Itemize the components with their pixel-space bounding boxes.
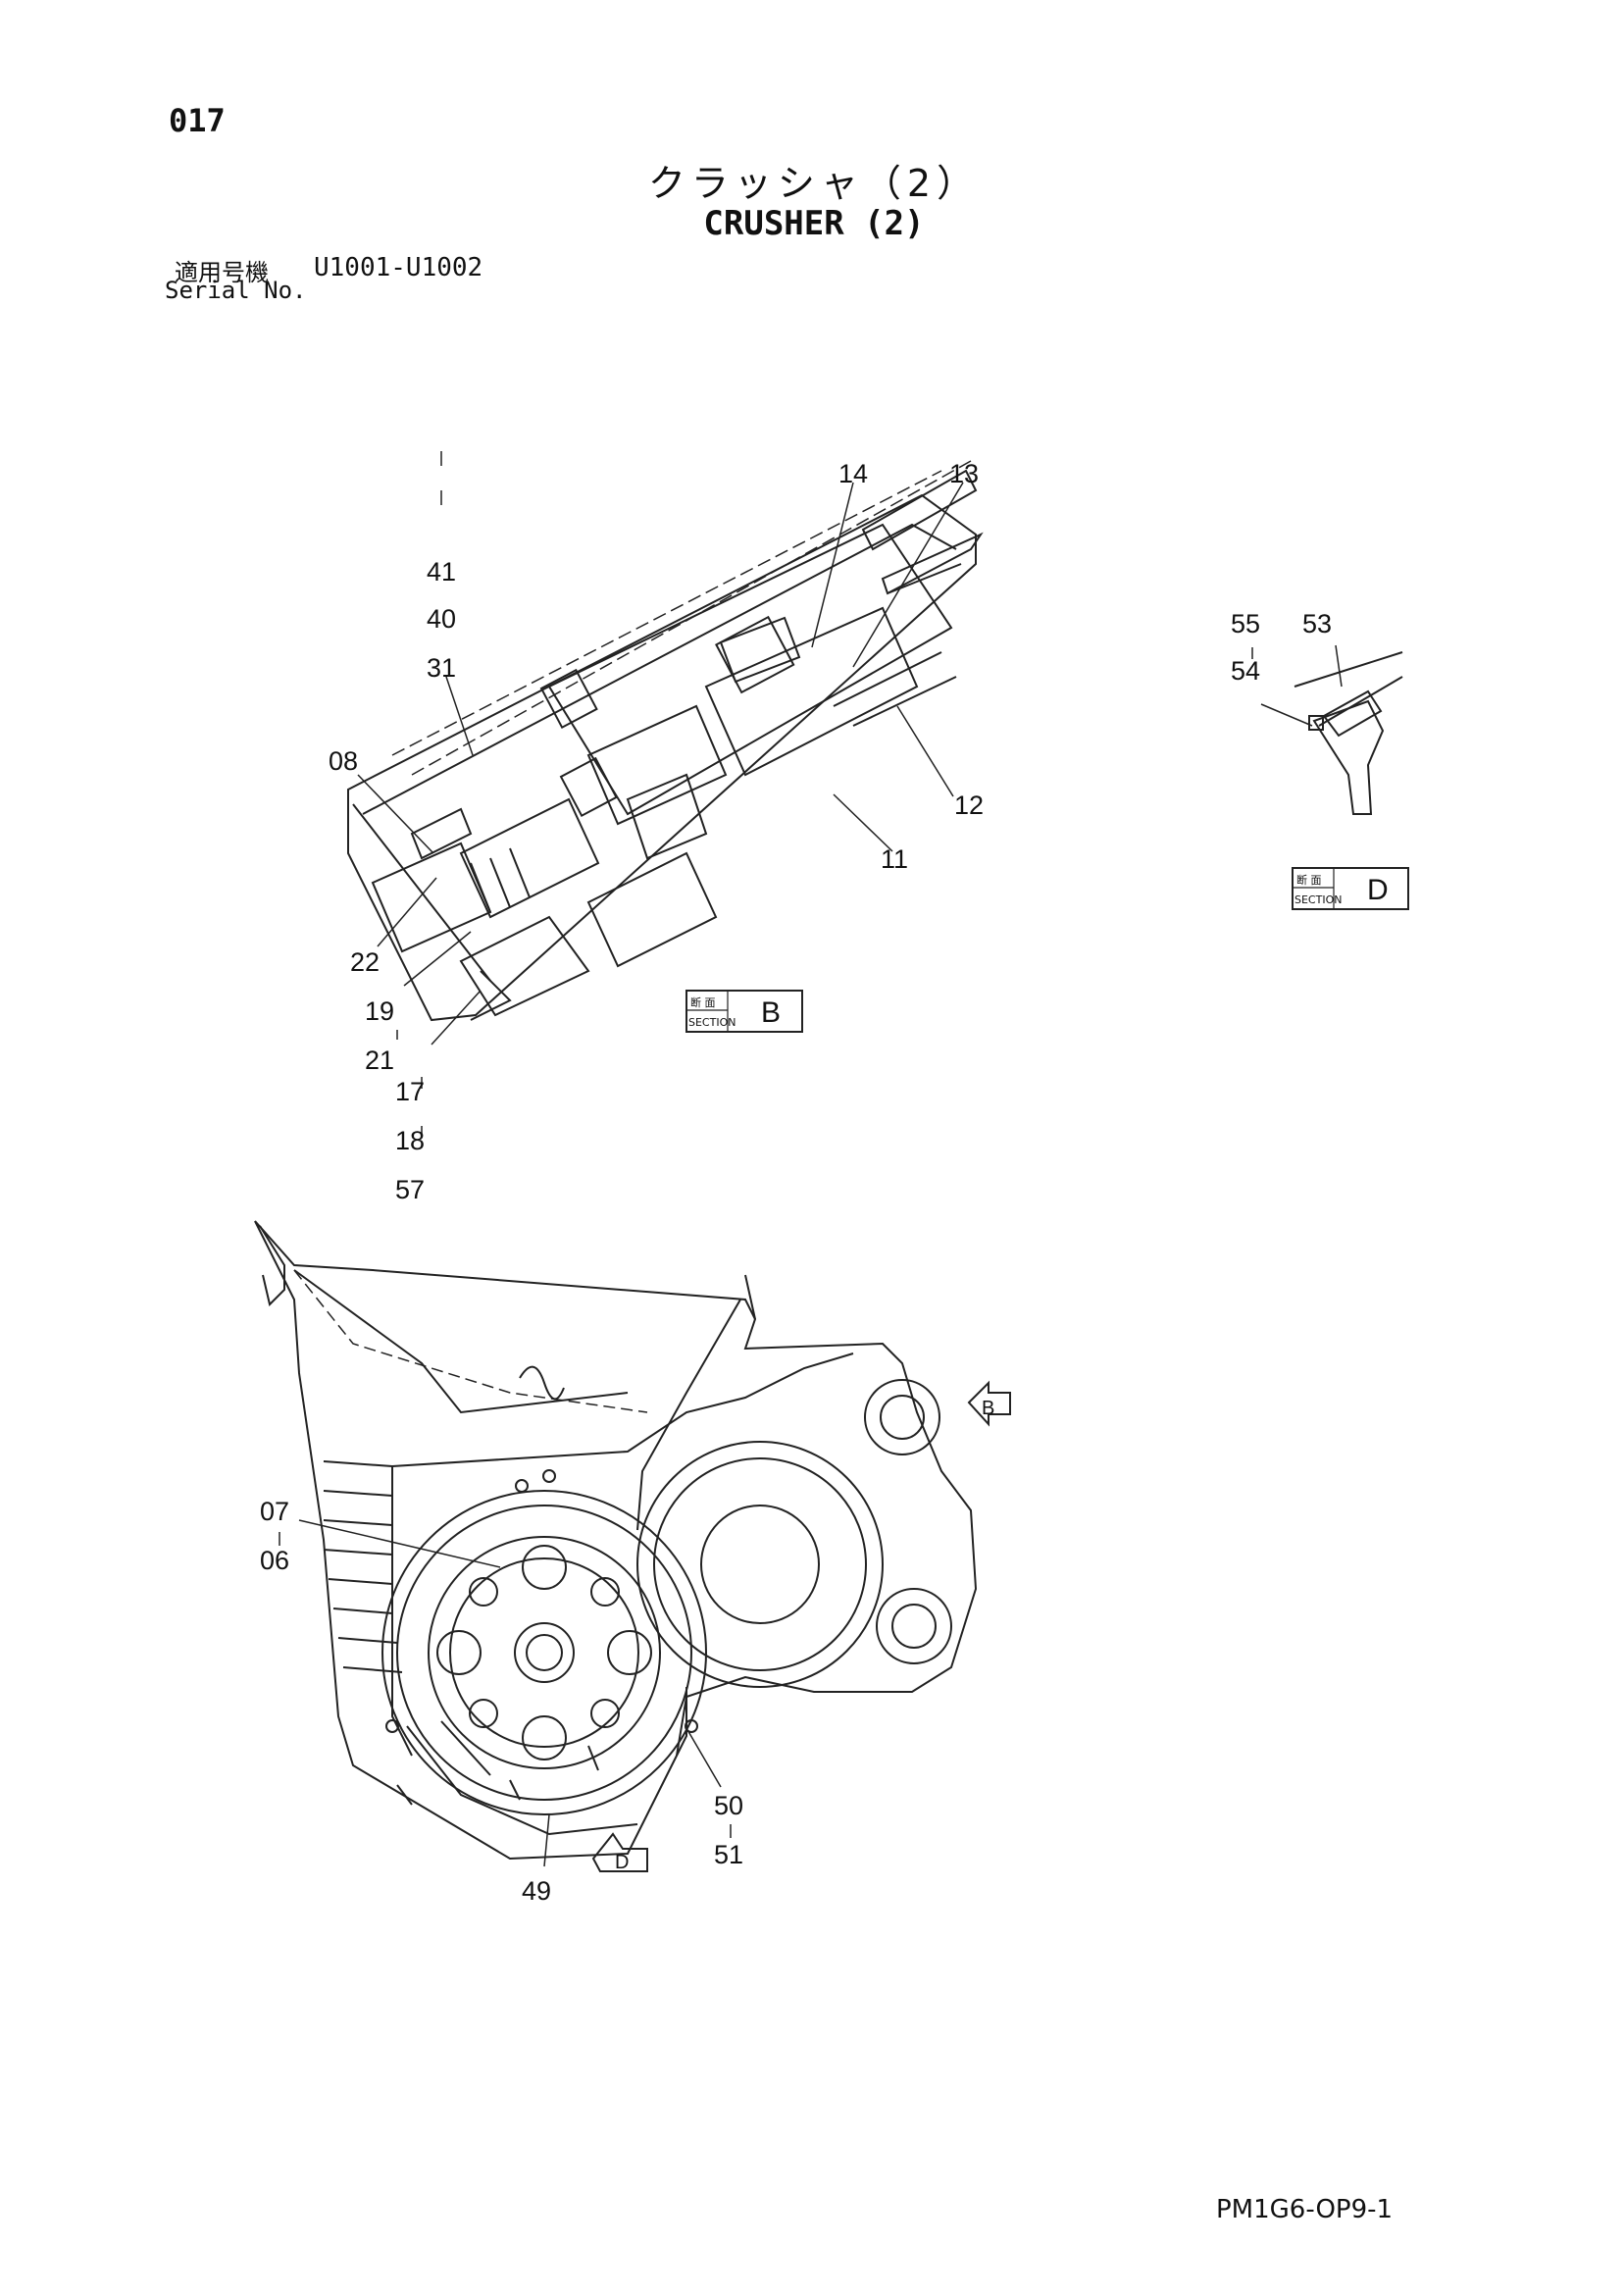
callout-08: 08 xyxy=(329,746,358,776)
callout-12: 12 xyxy=(954,791,984,820)
page-number: 017 xyxy=(169,102,226,139)
serial-label-japanese: 適用号機 xyxy=(175,259,269,286)
section-d-box xyxy=(1292,867,1409,910)
serial-value: U1001-U1002 xyxy=(314,253,483,282)
callout-31: 31 xyxy=(427,653,456,683)
callout-19: 19 xyxy=(365,996,394,1026)
leader-lines xyxy=(279,451,1343,1867)
section-b-box xyxy=(685,990,803,1033)
view-marker-b xyxy=(967,1380,1011,1427)
serial-label-english: Serial No. xyxy=(165,277,307,304)
document-code: PM1G6-OP9-1 xyxy=(1216,2195,1394,2224)
crusher-side-view xyxy=(254,1220,978,1861)
callout-13: 13 xyxy=(949,459,979,488)
section-b-tag-word: SECTION xyxy=(688,1016,736,1029)
section-d-letter: D xyxy=(1367,874,1389,906)
callout-22: 22 xyxy=(350,947,380,977)
view-marker-d-letter: D xyxy=(615,1852,629,1873)
callout-18: 18 xyxy=(395,1126,425,1155)
title-english: CRUSHER (2) xyxy=(703,204,925,243)
view-marker-d xyxy=(591,1832,648,1872)
section-b-tag-jp: 断 面 xyxy=(690,995,716,1009)
callout-50: 50 xyxy=(714,1791,743,1820)
section-d-tag-jp: 断 面 xyxy=(1296,873,1322,887)
callout-57: 57 xyxy=(395,1175,425,1204)
callout-49: 49 xyxy=(522,1876,551,1906)
section-b-assembly xyxy=(347,460,984,1022)
section-b-letter: B xyxy=(761,996,781,1029)
section-d-detail xyxy=(1294,651,1403,815)
callout-54: 54 xyxy=(1231,656,1260,686)
callout-14: 14 xyxy=(838,459,868,488)
callout-40: 40 xyxy=(427,604,456,634)
callout-41: 41 xyxy=(427,557,456,587)
callout-07: 07 xyxy=(260,1497,289,1526)
callout-51: 51 xyxy=(714,1840,743,1869)
callout-53: 53 xyxy=(1302,609,1332,638)
callout-21: 21 xyxy=(365,1046,394,1075)
view-marker-b-letter: B xyxy=(982,1398,994,1419)
title-japanese: クラッシャ（2） xyxy=(647,162,981,205)
callout-06: 06 xyxy=(260,1546,289,1575)
callout-17: 17 xyxy=(395,1077,425,1106)
callout-55: 55 xyxy=(1231,609,1260,638)
section-d-tag-word: SECTION xyxy=(1294,893,1342,906)
callout-11: 11 xyxy=(881,844,908,874)
